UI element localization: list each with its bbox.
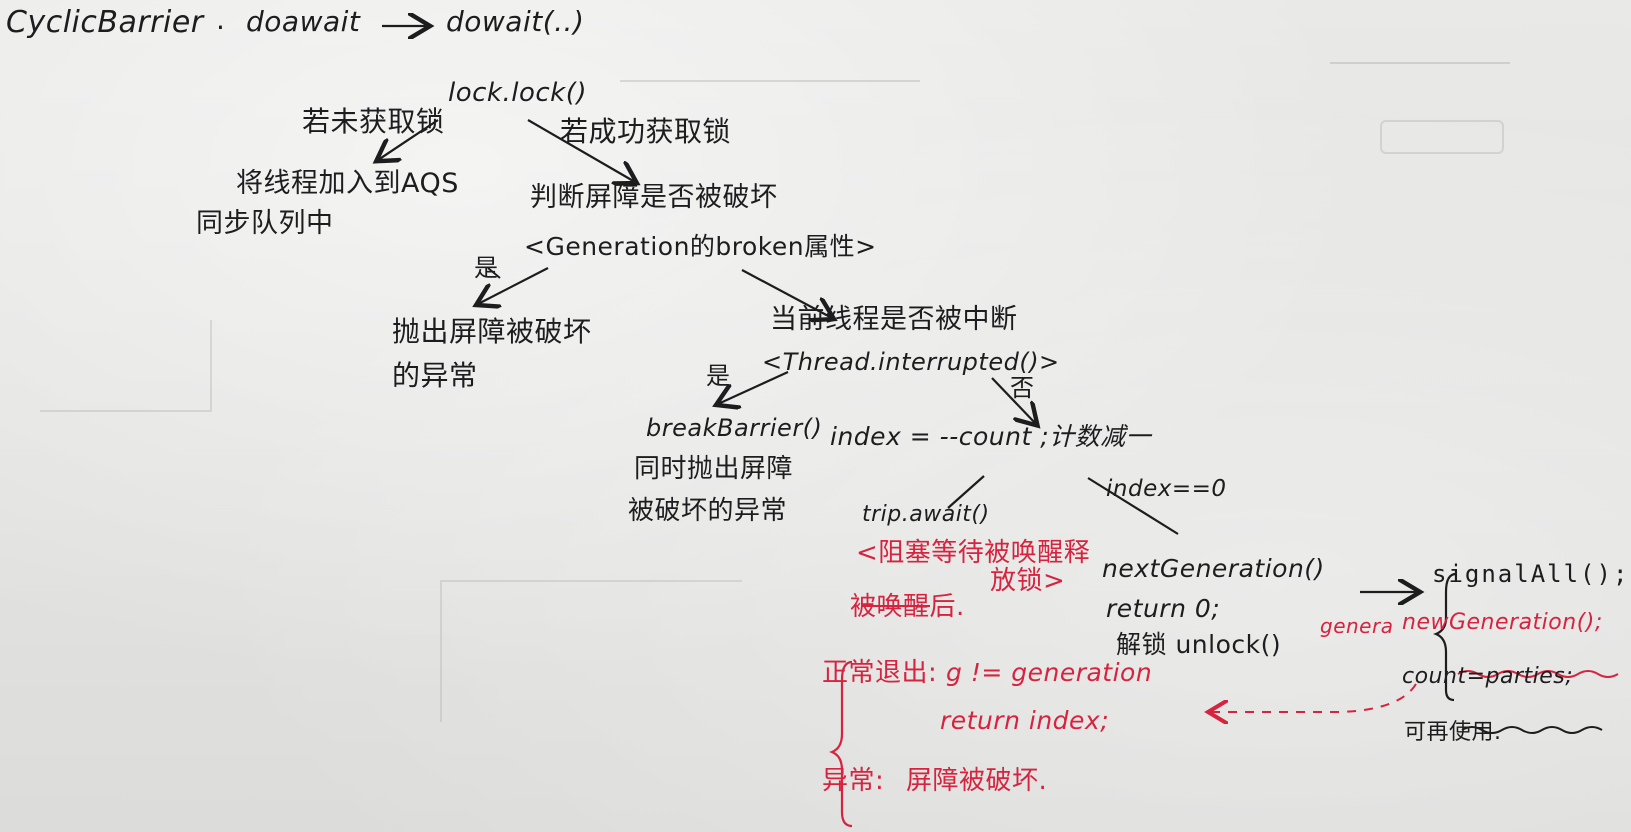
normal-exit-condition: g != generation [946, 658, 1153, 687]
interrupt-no-label: 否 [1010, 374, 1035, 402]
title-await: doawait [246, 5, 361, 38]
wait-note-line2: 放锁> [990, 566, 1066, 596]
title-doawait: dowait(..) [446, 5, 585, 38]
interrupt-yes-label: 是 [706, 362, 731, 390]
arrow-interrupt-yes [718, 370, 789, 404]
fail-branch-action-line1: 将线程加入到AQS [236, 168, 459, 199]
broken-check-line2: <Generation的broken属性> [524, 232, 877, 261]
arrow-broken-no [741, 269, 832, 318]
interrupt-check-line1: 当前线程是否被中断 [770, 304, 1018, 335]
nextgen-detail-brace [1433, 572, 1457, 702]
error-exit-label: 异常: [822, 766, 885, 796]
line-count-to-zero [1087, 477, 1179, 535]
arrow-to-success-branch [527, 119, 635, 182]
genera-label: genera [1320, 614, 1394, 638]
interrupt-yes-line3: 被破坏的异常 [628, 496, 788, 526]
scribble-mark [487, 267, 501, 279]
title-dot: . [216, 3, 226, 36]
broken-yes-line1: 抛出屏障被破坏 [392, 315, 592, 348]
line-count-to-await [947, 475, 985, 509]
arrow-interrupt-no [991, 377, 1036, 424]
broken-yes-line2: 的异常 [392, 359, 478, 392]
normal-exit-label: 正常退出: [822, 658, 938, 688]
trip-await-call: trip.await() [862, 502, 990, 527]
newgen-wavy-underline [1457, 670, 1619, 678]
fail-branch-label: 若未获取锁 [302, 105, 445, 138]
count-reset: count=parties; [1402, 664, 1574, 689]
success-branch-label: 若成功获取锁 [560, 115, 732, 148]
broken-check-line1: 判断屏障是否被破坏 [530, 182, 778, 213]
count-decrement: index = --count ;计数减一 [830, 422, 1152, 451]
outcomes-brace [829, 660, 853, 828]
unlock-call: 解锁 unlock() [1116, 630, 1282, 659]
signal-all-call: signalAll(); [1432, 560, 1630, 588]
title-class-name: CyclicBarrier [6, 5, 204, 40]
interrupt-yes-line2: 同时抛出屏障 [634, 454, 794, 484]
broken-yes-label: 是 [474, 254, 499, 282]
interrupt-check-line2: <Thread.interrupted()> [762, 348, 1060, 376]
index-zero-condition: index==0 [1106, 476, 1227, 502]
wait-note-line1: <阻塞等待被唤醒释 [856, 538, 1091, 568]
arrow-broken-yes [478, 267, 549, 304]
lock-call: lock.lock() [448, 78, 588, 108]
genera-dashed-arrow [1210, 683, 1417, 712]
arrow-to-fail-branch [378, 119, 439, 160]
new-generation-call: newGeneration(); [1402, 610, 1603, 635]
reusable-note: 可再使用. [1404, 720, 1502, 745]
next-generation-call: nextGeneration() [1102, 554, 1325, 583]
count-wavy-underline [1461, 726, 1603, 734]
interrupt-yes-line1: breakBarrier() [646, 414, 823, 442]
error-exit-text: 屏障被破坏. [906, 766, 1048, 796]
fail-branch-action-line2: 同步队列中 [196, 208, 334, 239]
after-wake-label: 被唤醒后. [850, 592, 965, 622]
normal-exit-return: return index; [940, 706, 1110, 735]
return-zero: return 0; [1106, 594, 1221, 623]
